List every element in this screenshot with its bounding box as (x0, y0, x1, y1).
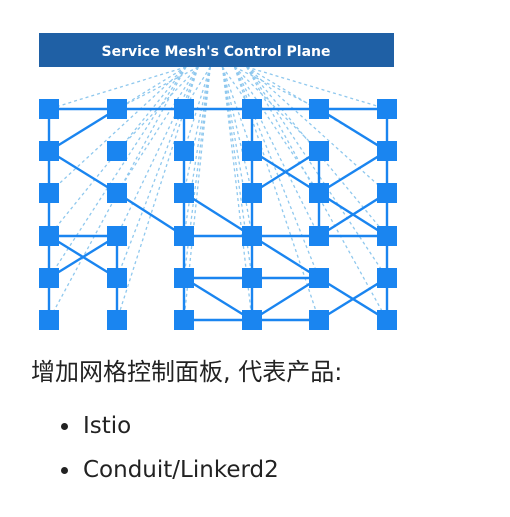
mesh-links (47, 107, 389, 322)
mesh-link (318, 276, 388, 322)
proxy-node (39, 226, 59, 246)
mesh-link (251, 149, 320, 195)
proxy-node (39, 141, 59, 161)
proxy-node (242, 99, 262, 119)
control-plane-link (116, 66, 199, 152)
control-plane-link (116, 66, 199, 279)
mesh-link (116, 191, 185, 238)
control-plane-links (48, 66, 388, 321)
proxy-node (107, 268, 127, 288)
mesh-link (48, 149, 118, 195)
proxy-node (107, 99, 127, 119)
proxy-node (174, 226, 194, 246)
bullet-icon (61, 423, 68, 430)
control-plane-box (39, 33, 394, 67)
proxy-node (377, 226, 397, 246)
control-plane-link (234, 66, 320, 152)
product-name: Conduit/Linkerd2 (83, 457, 279, 483)
proxy-node (39, 99, 59, 119)
mesh-link (251, 234, 320, 280)
proxy-node (174, 183, 194, 203)
proxy-node (309, 268, 329, 288)
control-plane-link (246, 66, 388, 194)
caption: 增加网格控制面板, 代表产品: (31, 358, 343, 386)
control-plane-link (246, 66, 388, 279)
mesh-link (183, 191, 253, 238)
bullet-icon (61, 467, 68, 474)
proxy-node (39, 310, 59, 330)
control-plane-link (221, 66, 253, 237)
proxy-node (107, 226, 127, 246)
proxy-node (107, 183, 127, 203)
proxy-node (242, 183, 262, 203)
mesh-link (251, 276, 320, 322)
proxy-node (174, 268, 194, 288)
proxy-node (242, 268, 262, 288)
proxy-node (377, 141, 397, 161)
proxy-node (242, 141, 262, 161)
proxy-node (377, 310, 397, 330)
proxy-node (309, 226, 329, 246)
service-mesh-diagram: Service Mesh's Control Plane (39, 33, 397, 330)
control-plane-link (183, 66, 211, 110)
proxy-node (377, 99, 397, 119)
control-plane-title: Service Mesh's Control Plane (101, 44, 330, 60)
mesh-link (183, 276, 253, 322)
product-name: Istio (83, 413, 132, 439)
proxy-node (309, 310, 329, 330)
proxy-node (242, 310, 262, 330)
control-plane-link (48, 66, 187, 194)
mesh-link (48, 234, 118, 280)
control-plane-link (233, 66, 320, 237)
proxy-node (174, 99, 194, 119)
mesh-link (318, 149, 388, 195)
proxy-node (377, 268, 397, 288)
proxy-node (107, 141, 127, 161)
proxy-node (309, 183, 329, 203)
proxy-node (107, 310, 127, 330)
proxy-node (309, 141, 329, 161)
proxy-node (377, 183, 397, 203)
mesh-link (48, 107, 118, 153)
control-plane-link (183, 66, 211, 194)
control-plane-link (246, 66, 388, 110)
control-plane-link (116, 66, 199, 194)
control-plane-link (116, 66, 199, 237)
proxy-node (242, 226, 262, 246)
control-plane-link (183, 66, 211, 237)
proxy-node (174, 141, 194, 161)
proxy-node (39, 268, 59, 288)
mesh-link (318, 191, 388, 238)
proxy-node (39, 183, 59, 203)
proxy-nodes (39, 99, 397, 330)
proxy-node (309, 99, 329, 119)
mesh-link (318, 107, 388, 153)
proxy-node (174, 310, 194, 330)
